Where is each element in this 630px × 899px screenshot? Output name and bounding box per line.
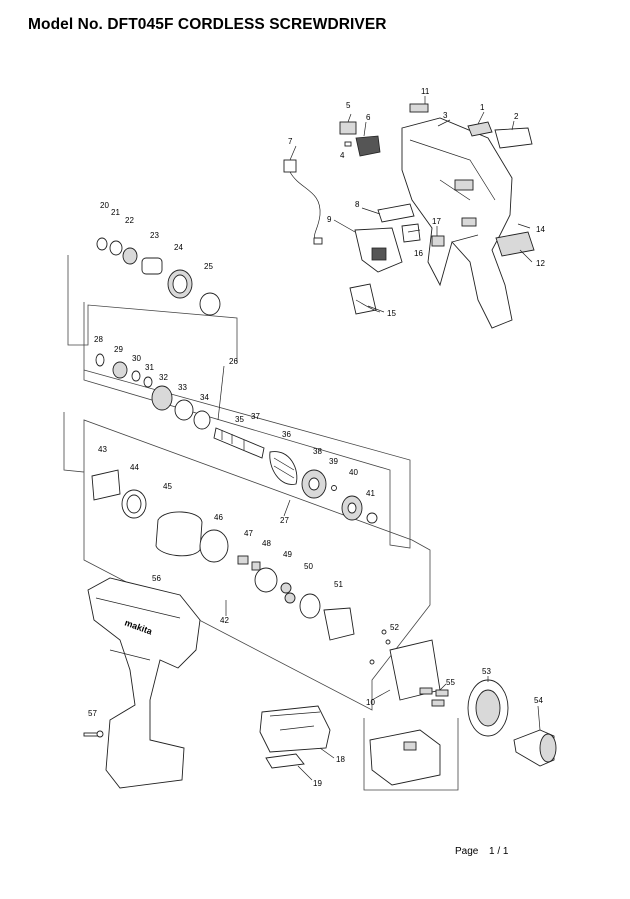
stator-53 <box>467 679 509 737</box>
callout-29: 29 <box>114 345 123 354</box>
callout-34: 34 <box>200 393 209 402</box>
callout-43: 43 <box>98 445 107 454</box>
callout-37: 37 <box>251 412 260 421</box>
callout-28: 28 <box>94 335 103 344</box>
callout-20: 20 <box>100 201 109 210</box>
group-frame-upper <box>67 255 238 362</box>
controller-10 <box>369 629 449 786</box>
callout-23: 23 <box>150 231 159 240</box>
callout-52: 52 <box>390 623 399 632</box>
callout-numbers: 11 5 1 2 3 6 4 7 8 9 17 14 16 12 15 20 2… <box>88 87 545 788</box>
callout-33: 33 <box>178 383 187 392</box>
led-circuit-12 <box>495 231 535 257</box>
callout-41: 41 <box>366 489 375 498</box>
callout-21: 21 <box>111 208 120 217</box>
callout-42: 42 <box>220 616 229 625</box>
callout-46: 46 <box>214 513 223 522</box>
parts-8-16-17 <box>377 203 445 247</box>
callout-27: 27 <box>280 516 289 525</box>
callout-3: 3 <box>443 111 448 120</box>
switch-9 <box>354 227 403 273</box>
callout-9: 9 <box>327 215 332 224</box>
page-label: Page <box>455 846 479 857</box>
callout-8: 8 <box>355 200 360 209</box>
callout-50: 50 <box>304 562 313 571</box>
callout-15: 15 <box>387 309 396 318</box>
callout-40: 40 <box>349 468 358 477</box>
tool-assembly-56: makita <box>87 577 201 789</box>
callout-36: 36 <box>282 430 291 439</box>
gear-section-parts <box>95 353 378 524</box>
leader-lines <box>217 96 541 781</box>
callout-38: 38 <box>313 447 322 456</box>
callout-30: 30 <box>132 354 141 363</box>
rotor-54 <box>513 729 557 767</box>
screw-57 <box>83 730 104 738</box>
callout-16: 16 <box>414 249 423 258</box>
callout-56: 56 <box>152 574 161 583</box>
callout-7: 7 <box>288 137 293 146</box>
group-frame-lower <box>63 412 431 711</box>
callout-6: 6 <box>366 113 371 122</box>
lead-wire-7 <box>283 159 323 245</box>
callout-57: 57 <box>88 709 97 718</box>
nameplate-1 <box>467 121 493 137</box>
callout-4: 4 <box>340 151 345 160</box>
callout-11: 11 <box>421 87 430 96</box>
callout-10: 10 <box>366 698 375 707</box>
callout-19: 19 <box>313 779 322 788</box>
switch-parts <box>339 103 429 157</box>
callout-31: 31 <box>145 363 154 372</box>
callout-1: 1 <box>480 103 485 112</box>
label-2 <box>494 127 533 149</box>
callout-35: 35 <box>235 415 244 424</box>
callout-12: 12 <box>536 259 545 268</box>
callout-17: 17 <box>432 217 441 226</box>
callout-14: 14 <box>536 225 545 234</box>
group-frame-motor <box>363 718 459 791</box>
callout-47: 47 <box>244 529 253 538</box>
page-number: 1 / 1 <box>489 846 509 857</box>
callout-48: 48 <box>262 539 271 548</box>
callout-44: 44 <box>130 463 139 472</box>
group-frame-gear <box>83 302 411 549</box>
callout-54: 54 <box>534 696 543 705</box>
tag-15 <box>349 283 381 315</box>
rings-20-25 <box>96 237 221 316</box>
callout-2: 2 <box>514 112 519 121</box>
housing-set <box>401 117 513 329</box>
callout-18: 18 <box>336 755 345 764</box>
callout-24: 24 <box>174 243 183 252</box>
callout-39: 39 <box>329 457 338 466</box>
callout-49: 49 <box>283 550 292 559</box>
callout-22: 22 <box>125 216 134 225</box>
callout-45: 45 <box>163 482 172 491</box>
callout-32: 32 <box>159 373 168 382</box>
callout-53: 53 <box>482 667 491 676</box>
page-title: Model No. DFT045F CORDLESS SCREWDRIVER <box>28 16 387 33</box>
callout-55: 55 <box>446 678 455 687</box>
callout-51: 51 <box>334 580 343 589</box>
callout-26: 26 <box>229 357 238 366</box>
lower-section-parts <box>91 469 355 641</box>
callout-25: 25 <box>204 262 213 271</box>
terminal-18 <box>259 705 331 769</box>
callout-5: 5 <box>346 101 351 110</box>
